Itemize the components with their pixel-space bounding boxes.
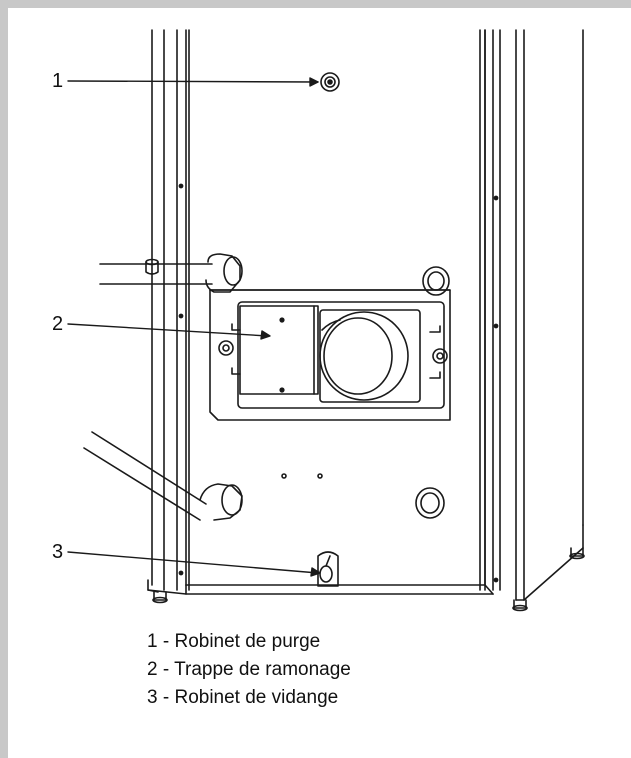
boiler-right-panel <box>479 29 584 601</box>
legend-item: 3 - Robinet de vidange <box>147 684 351 712</box>
legend-item: 2 - Trappe de ramonage <box>147 656 351 684</box>
cleaning-hatch-assembly <box>209 289 451 421</box>
lower-pipe <box>83 431 243 521</box>
legend-label: Robinet de purge <box>174 631 321 652</box>
callout-1: 1 <box>52 70 64 92</box>
legend-separator: - <box>162 659 175 680</box>
boiler-rear-panel <box>185 29 494 595</box>
legend-number: 3 <box>147 687 158 708</box>
callout-leaders <box>67 77 321 577</box>
legend-number: 2 <box>147 659 158 680</box>
drain-valve-fitting <box>317 551 339 587</box>
legend-separator: - <box>162 631 175 652</box>
callout-2: 2 <box>52 313 64 335</box>
callout-3: 3 <box>52 541 64 563</box>
frame-top-border <box>0 0 631 8</box>
legend: 1 - Robinet de purge 2 - Trappe de ramon… <box>147 628 351 712</box>
purge-valve-fitting <box>320 72 340 92</box>
frame-left-border <box>0 0 8 758</box>
legend-label: Trappe de ramonage <box>174 659 351 680</box>
legend-label: Robinet de vidange <box>174 687 339 708</box>
upper-pipe <box>99 253 243 293</box>
lower-right-fitting <box>415 487 445 519</box>
legend-item: 1 - Robinet de purge <box>147 628 351 656</box>
boiler-feet <box>152 547 585 612</box>
legend-separator: - <box>162 687 175 708</box>
panel-holes <box>281 473 323 479</box>
legend-number: 1 <box>147 631 158 652</box>
boiler-left-panel <box>147 29 190 595</box>
